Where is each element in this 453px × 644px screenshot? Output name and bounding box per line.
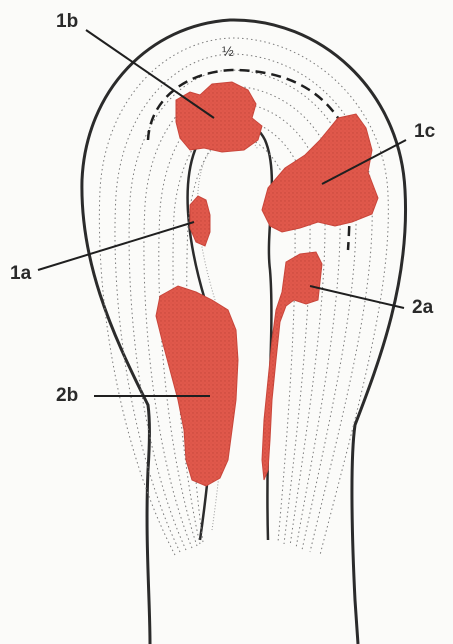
label-1b: 1b [56,12,78,31]
label-2a: 2a [412,298,433,317]
label-1c: 1c [414,122,435,141]
lesion-2b-stipple [156,286,238,486]
label-half: ½ [222,44,234,58]
leader-1b [86,30,214,118]
label-1a: 1a [10,264,31,283]
leader-2a [310,286,404,308]
label-2b: 2b [56,386,78,405]
lesion-1c-stipple [262,114,378,232]
